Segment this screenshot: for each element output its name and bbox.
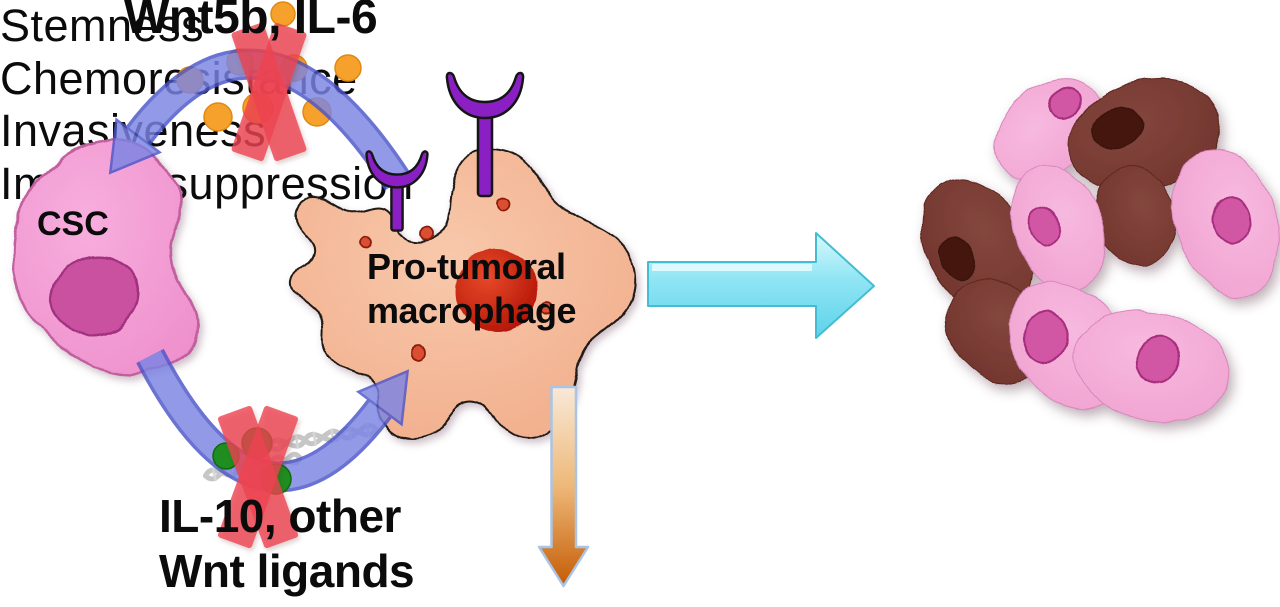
outcome-arrow — [537, 385, 590, 588]
ligand-dot — [334, 54, 362, 82]
inhibition-cross-top — [231, 22, 307, 162]
tumor-cell-nucleus — [938, 235, 976, 279]
progression-arrow — [647, 232, 875, 339]
outcome-item: Stemness — [0, 0, 205, 51]
tumor-cell-nucleus — [1046, 87, 1082, 121]
arrowhead — [108, 117, 162, 175]
granule-dot — [495, 195, 511, 211]
tumor-cell-nucleus — [1212, 197, 1252, 245]
inhibition-cross-bottom — [217, 405, 299, 549]
tumor-cell-nucleus — [1022, 310, 1072, 364]
macrophage-cell — [290, 147, 637, 440]
top-signal-label: Wnt5b, IL-6 — [124, 0, 378, 44]
granule-dot — [409, 345, 425, 361]
tumor-cell-cluster — [920, 78, 1280, 422]
wnt-receptor-icon — [445, 71, 525, 198]
granule-dot — [541, 301, 555, 315]
granule-dot — [417, 225, 433, 241]
csc-label: CSC — [37, 205, 109, 243]
wnt-receptors — [365, 71, 525, 232]
tumor-cell-nucleus — [1135, 335, 1181, 385]
csc-nucleus — [50, 255, 140, 335]
macrophage-granules — [358, 195, 555, 361]
tumor-cell-nucleus — [1027, 205, 1061, 247]
tumor-cell-nucleus — [1090, 105, 1144, 149]
macrophage-label: Pro-tumoral macrophage — [367, 246, 577, 331]
granule-dot — [358, 235, 372, 249]
bottom-signal-label: IL-10, other Wnt ligands — [159, 490, 415, 597]
wnt-receptor-icon — [365, 150, 429, 232]
arrowhead — [355, 369, 410, 427]
ligand-dot — [203, 102, 233, 132]
csc-cell — [11, 138, 198, 376]
macrophage-nucleus — [456, 249, 538, 331]
arrow-highlight — [652, 264, 812, 271]
